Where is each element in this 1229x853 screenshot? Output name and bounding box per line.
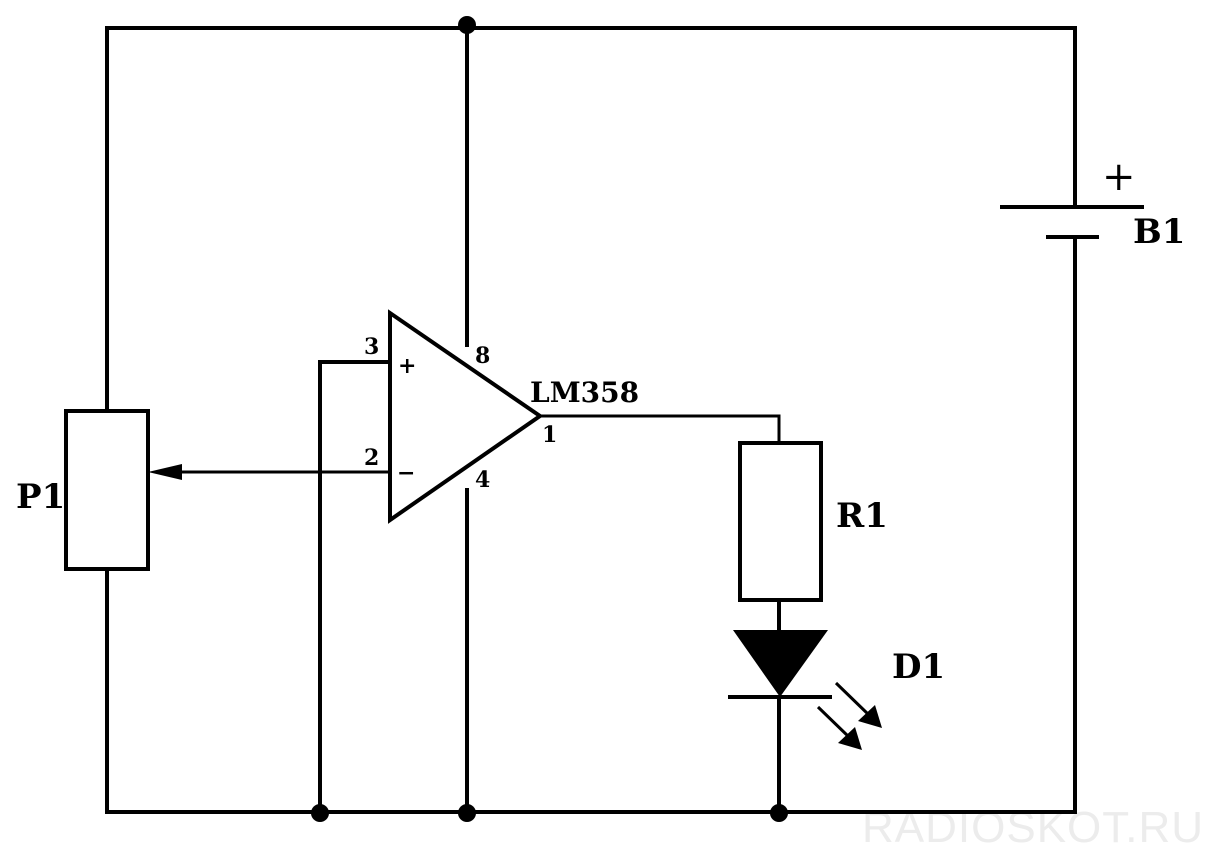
pin-8-label: 8 [475,343,490,369]
pin-4-label: 4 [475,467,490,493]
opamp-label: LM358 [530,376,639,409]
junction-bottom-right [770,804,788,822]
opamp-lm358: + − 3 2 8 4 1 LM358 [364,309,639,524]
battery-b1: + B1 [1000,154,1185,252]
label-d1: D1 [892,647,945,687]
label-p1: P1 [16,477,65,517]
diode-triangle [733,630,828,697]
light-arrowhead-1 [858,705,882,728]
junctions [311,16,788,822]
pin-3-label: 3 [364,334,379,360]
label-b1: B1 [1133,212,1185,252]
junction-bottom-mid [458,804,476,822]
light-arrowhead-2 [838,727,862,750]
opamp-triangle [388,309,544,524]
resistor-body [738,441,823,602]
junction-bottom-left [311,804,329,822]
battery-plus-sign: + [1102,154,1136,200]
led-d1: D1 [728,630,945,750]
potentiometer-body [64,409,150,571]
label-r1: R1 [836,496,888,536]
wires [105,26,1077,814]
resistor-r1: R1 [738,441,888,602]
junction-top [458,16,476,34]
pin-1-label: 1 [542,422,557,448]
potentiometer-p1: P1 [16,409,182,571]
light-arrow-2 [816,705,852,740]
wiper-arrow [148,464,182,480]
light-arrow-1 [834,681,872,718]
input-plus-sign: + [398,353,416,379]
pin-2-label: 2 [364,445,379,471]
input-minus-sign: − [397,460,415,486]
